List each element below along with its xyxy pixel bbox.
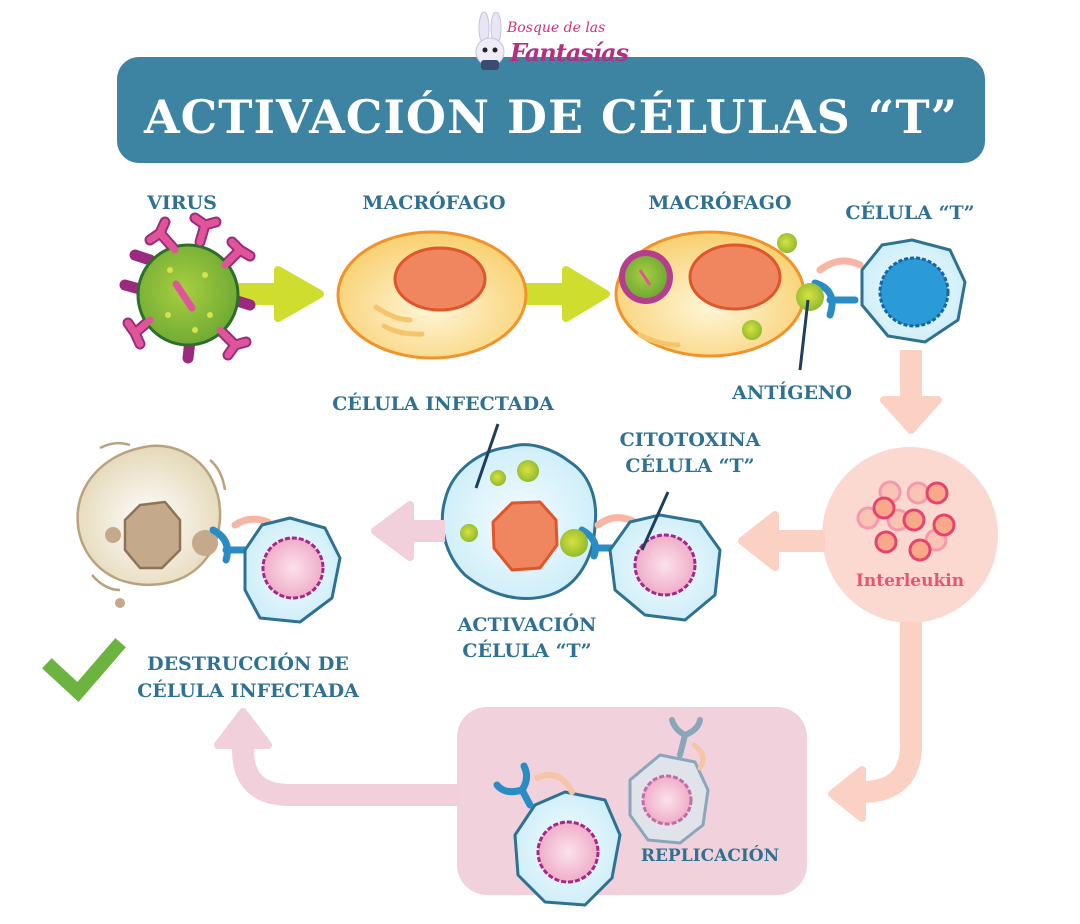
arrow-interleukin-to-activation — [738, 511, 825, 571]
label-interleukin: Interleukin — [856, 571, 964, 591]
label-activation-line1: ACTIVACIÓN — [457, 613, 597, 636]
label-infected-cell: CÉLULA INFECTADA — [332, 392, 554, 415]
label-macrophage-2: MACRÓFAGO — [648, 191, 791, 214]
arrow-t-cell-to-interleukin — [880, 350, 942, 434]
arrow-interleukin-to-replication — [828, 622, 922, 822]
arrow-replication-to-destruction — [214, 708, 460, 806]
label-destruction-line2: CÉLULA INFECTADA — [137, 679, 359, 702]
destroyer-t-cell — [243, 516, 342, 624]
replicated-t-cell-faded — [628, 717, 710, 845]
page-title: ACTIVACIÓN DE CÉLULAS “T” — [143, 90, 959, 144]
logo-line2: Fantasías — [510, 38, 629, 67]
checkmark-icon — [42, 638, 126, 703]
label-destruction-line1: DESTRUCCIÓN DE — [147, 652, 349, 675]
label-antigen: ANTÍGENO — [731, 381, 852, 404]
title-banner: ACTIVACIÓN DE CÉLULAS “T” — [117, 57, 985, 163]
arrow-virus-to-macrophage — [232, 266, 324, 322]
macrophage-presenting-cell — [614, 230, 806, 358]
macrophage-cell — [336, 230, 528, 360]
replicated-t-cell — [493, 762, 622, 907]
cytotoxic-t-cell — [608, 491, 722, 622]
bunny-mascot-icon — [475, 11, 505, 70]
t-cell-blue — [860, 238, 967, 344]
label-cytotoxin-line1: CITOTOXINA — [620, 429, 761, 451]
virus-icon — [119, 212, 256, 364]
interleukin-circle — [822, 447, 998, 623]
arrow-activation-to-destruction — [371, 501, 445, 561]
destroyed-infected-cell — [76, 441, 227, 608]
arrow-macrophage-to-macrophage — [522, 266, 610, 322]
label-macrophage-1: MACRÓFAGO — [362, 191, 505, 214]
label-replication: REPLICACIÓN — [641, 845, 779, 866]
label-cytotoxin-line2: CÉLULA “T” — [625, 454, 754, 477]
label-t-cell: CÉLULA “T” — [845, 201, 974, 224]
antigen-receptor-binding — [796, 257, 864, 371]
label-virus: VIRUS — [146, 192, 217, 214]
logo-line1: Bosque de las — [507, 20, 606, 36]
label-activation-line2: CÉLULA “T” — [462, 639, 591, 662]
infected-cell — [440, 423, 598, 600]
